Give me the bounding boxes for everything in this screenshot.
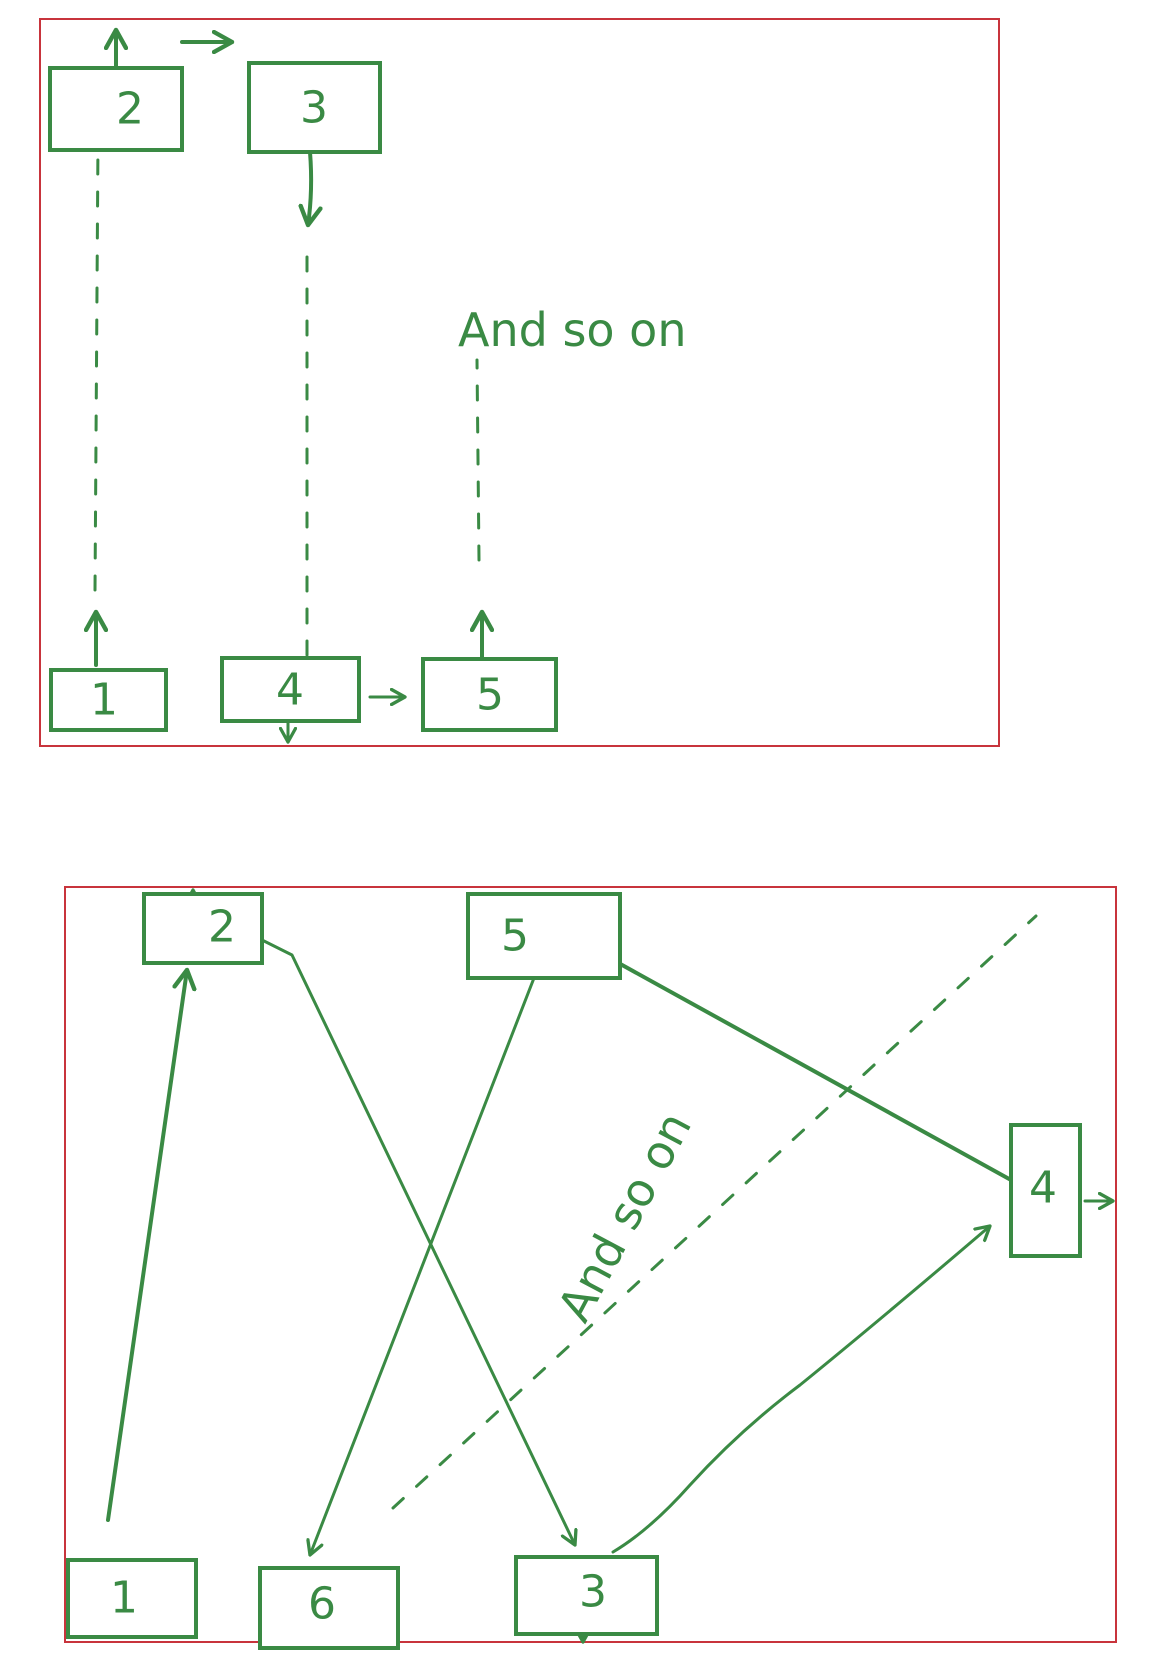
- top-node-4-label: 4: [276, 665, 304, 716]
- bottom-diagram: 2 5 4 1 6 3 And so on: [64, 886, 1117, 1650]
- bottom-edge-2-to-3: [260, 938, 575, 1545]
- bottom-dashed-link-6-to-corner: [391, 914, 1038, 1510]
- bottom-node-5-label: 5: [501, 911, 529, 962]
- bottom-edge-5-to-6: [310, 976, 536, 1555]
- top-node-5: 5: [421, 657, 558, 732]
- top-frame: [39, 18, 1000, 747]
- bottom-node-6-label: 6: [308, 1579, 336, 1630]
- bottom-node-6: 6: [258, 1566, 400, 1650]
- top-note-and-so-on: And so on: [458, 303, 686, 357]
- bottom-note-and-so-on: And so on: [547, 1103, 702, 1330]
- bottom-node-2: 2: [142, 892, 264, 965]
- top-node-4: 4: [220, 656, 361, 723]
- top-node-5-label: 5: [476, 670, 504, 721]
- bottom-edge-4-to-5: [548, 924, 1013, 1182]
- bottom-node-1-label: 1: [110, 1573, 138, 1624]
- top-dashed-link-5-note: [475, 358, 481, 562]
- top-arrow-down-from-3: [308, 150, 311, 225]
- bottom-edge-3-to-4: [611, 1226, 990, 1554]
- bottom-node-2-label: 2: [208, 902, 236, 953]
- bottom-edge-1-to-2: [106, 970, 187, 1522]
- top-node-1-label: 1: [90, 675, 118, 726]
- top-node-1: 1: [49, 668, 168, 732]
- top-node-2: 2: [48, 66, 184, 152]
- top-diagram: 2 3 1 4 5 And so on: [39, 18, 1000, 747]
- top-node-3-label: 3: [300, 83, 328, 134]
- top-node-3: 3: [247, 61, 382, 154]
- bottom-node-4: 4: [1009, 1123, 1082, 1258]
- bottom-node-3-label: 3: [579, 1567, 607, 1618]
- bottom-node-5: 5: [466, 892, 622, 980]
- bottom-node-1: 1: [66, 1558, 198, 1639]
- top-node-2-label: 2: [116, 84, 144, 135]
- bottom-node-3: 3: [514, 1555, 659, 1636]
- bottom-node-4-label: 4: [1029, 1163, 1057, 1214]
- top-dashed-link-1-2: [93, 138, 100, 592]
